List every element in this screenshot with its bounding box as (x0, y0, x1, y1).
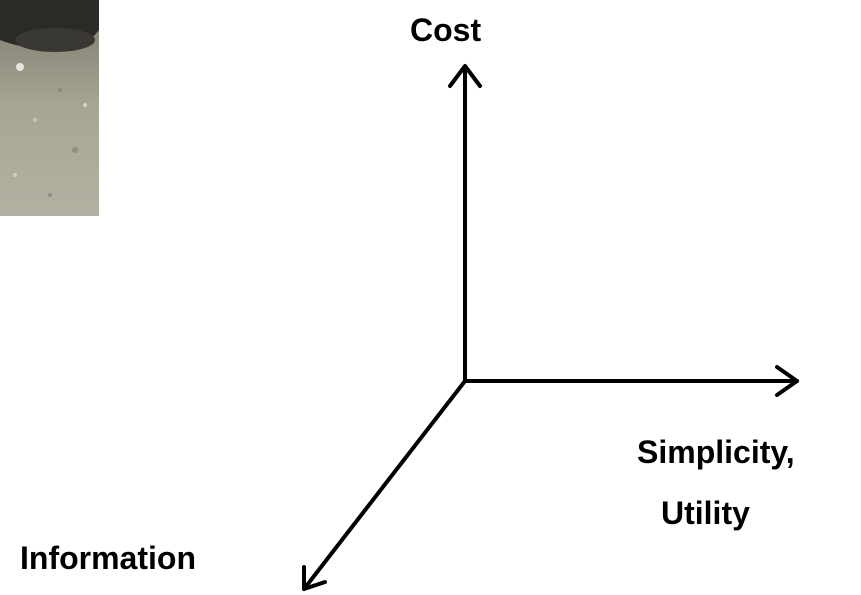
simplicity-axis-label: Simplicity, (637, 434, 795, 470)
cost-axis-label: Cost (410, 12, 482, 48)
ground-photo-image (0, 0, 99, 216)
cost-axis-arrowhead (448, 64, 482, 88)
utility-axis-label: Utility (661, 495, 750, 531)
information-axis-line (302, 379, 467, 591)
simplicity-axis-arrowhead (775, 365, 799, 397)
information-axis-label: Information (20, 540, 196, 576)
information-axis-arrowhead (302, 565, 327, 591)
